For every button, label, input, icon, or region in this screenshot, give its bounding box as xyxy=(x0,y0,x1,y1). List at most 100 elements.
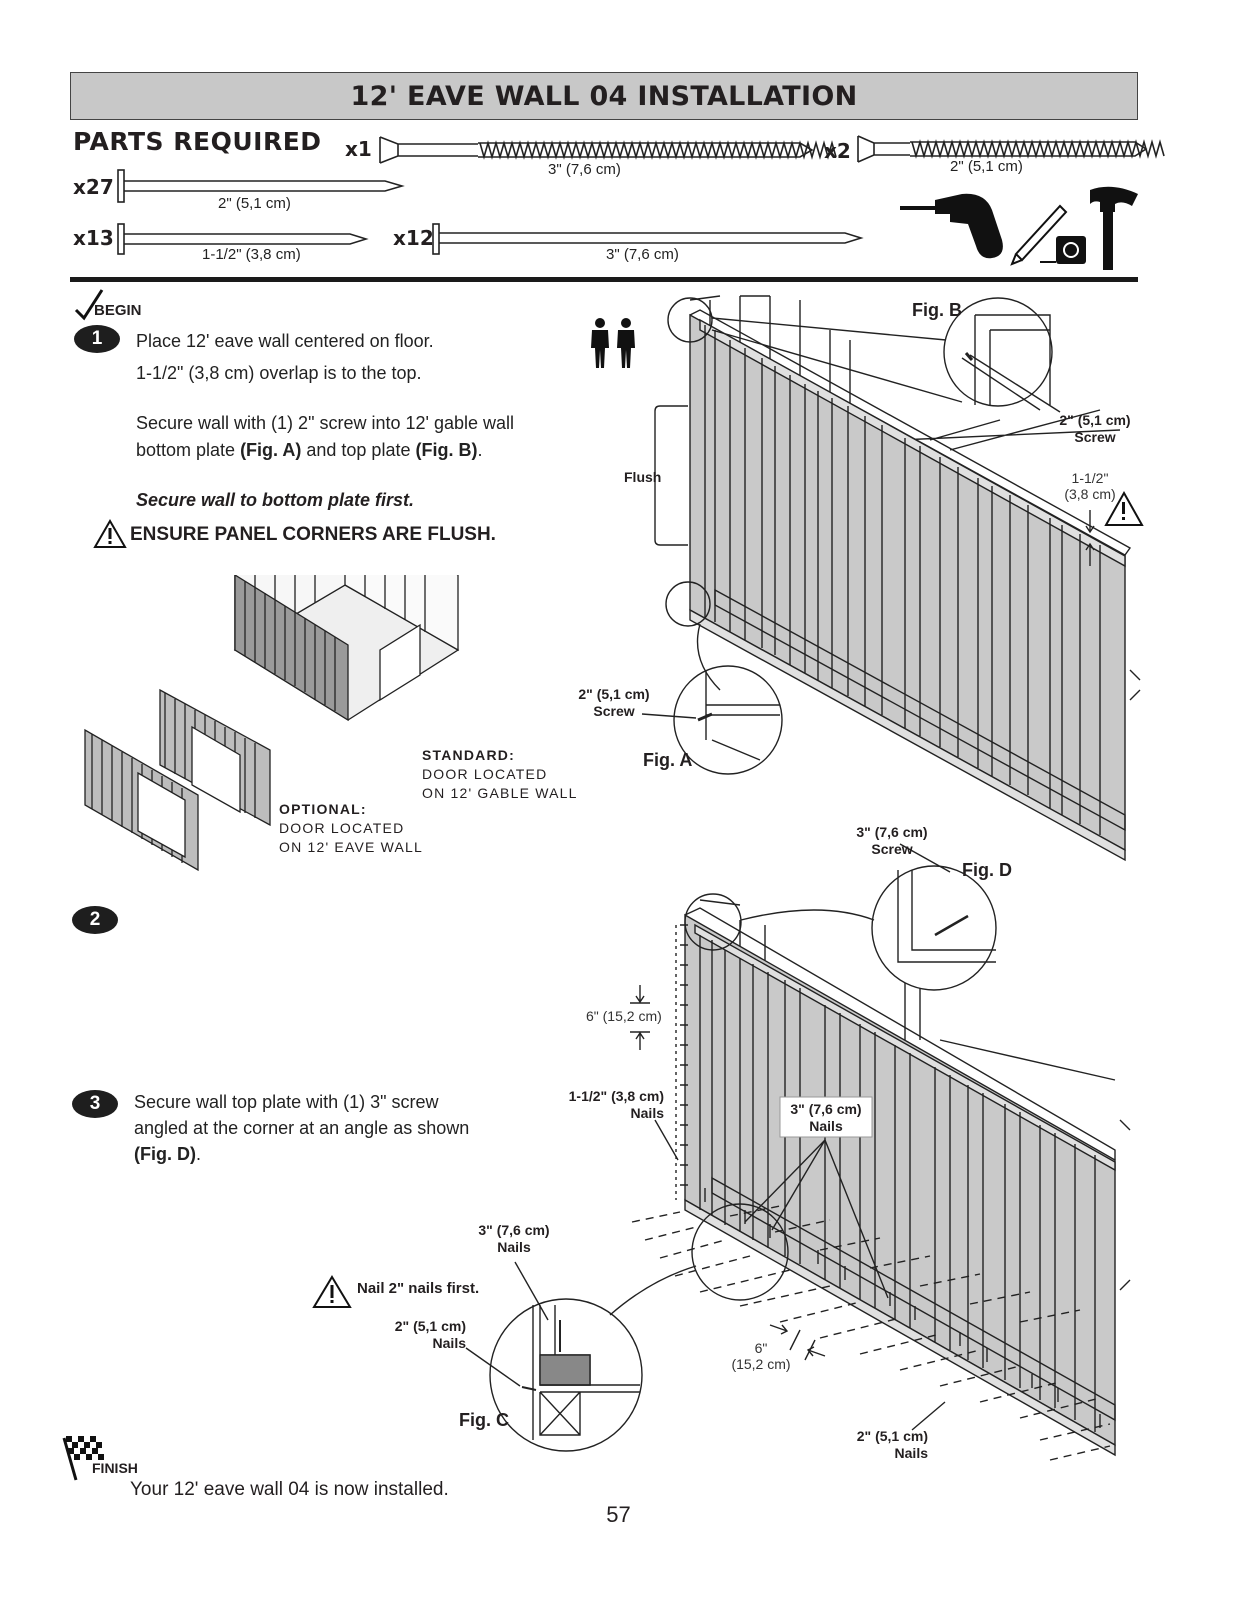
nails-1-5in-word: Nails xyxy=(630,1105,664,1121)
step-1-badge: 1 xyxy=(74,325,120,353)
nails-3in-label: 3" (7,6 cm) Nails xyxy=(780,1101,872,1135)
fig-a-screw-label: 2" (5,1 cm) Screw xyxy=(568,686,660,720)
fig-c-nails-3in-word: Nails xyxy=(497,1239,531,1255)
nail-3in-icon xyxy=(432,223,864,255)
step-1-line1: Place 12' eave wall centered on floor. xyxy=(136,331,434,351)
part-qty-x12: x12 xyxy=(393,226,434,250)
page-title: 12' EAVE WALL 04 INSTALLATION xyxy=(350,80,858,112)
step-1-para-b: bottom plate (Fig. A) and top plate (Fig… xyxy=(136,437,576,464)
fig-d-screw-label: 3" (7,6 cm) Screw xyxy=(850,824,934,858)
fig-a-screw-size: 2" (5,1 cm) xyxy=(578,686,650,702)
part-size-x2: 2" (5,1 cm) xyxy=(950,158,1023,175)
nail-warning-icon xyxy=(312,1275,352,1308)
warning-icon xyxy=(93,519,127,548)
shed-layout-illustration xyxy=(84,575,460,872)
step-1-warning: ENSURE PANEL CORNERS ARE FLUSH. xyxy=(130,524,496,545)
part-qty-x1: x1 xyxy=(345,137,372,161)
overlap-label: 1-1/2" (3,8 cm) xyxy=(1060,470,1120,502)
part-size-x12: 3" (7,6 cm) xyxy=(606,246,679,263)
fig-a-reference: (Fig. A) xyxy=(240,440,302,460)
step-1-line2: 1-1/2" (3,8 cm) overlap is to the top. xyxy=(136,363,422,383)
standard-door-line1: DOOR LOCATED xyxy=(422,766,548,782)
step-1-para-d-text: . xyxy=(477,440,483,460)
optional-door-note: OPTIONAL: DOOR LOCATED ON 12' EAVE WALL xyxy=(279,800,423,857)
hammer-icon xyxy=(1090,186,1138,270)
horizontal-spacing-label: 6" (15,2 cm) xyxy=(726,1340,796,1372)
step-1-para-a: Secure wall with (1) 2" screw into 12' g… xyxy=(136,413,514,433)
part-size-x27: 2" (5,1 cm) xyxy=(218,195,291,212)
nails-2in-word: Nails xyxy=(894,1445,928,1461)
begin-check-icon xyxy=(74,289,104,321)
fig-d-label: Fig. D xyxy=(962,860,1012,880)
fig-a-screw-word: Screw xyxy=(593,703,635,719)
step-2-badge: 2 xyxy=(72,906,118,934)
screw-3in-icon xyxy=(379,136,837,164)
optional-door-line2: ON 12' EAVE WALL xyxy=(279,839,424,855)
overlap-line2: (3,8 cm) xyxy=(1064,486,1116,502)
fig-c-label: Fig. C xyxy=(459,1410,509,1430)
fig-a-label: Fig. A xyxy=(643,750,693,770)
part-qty-x2: x2 xyxy=(824,139,851,163)
step-3-line2: angled at the corner at an angle as show… xyxy=(134,1118,470,1138)
finish-label: FINISH xyxy=(92,1460,138,1476)
step-3-line1: Secure wall top plate with (1) 3" screw xyxy=(134,1092,439,1112)
fasteners-drawing xyxy=(117,135,1165,270)
fig-c-nails-2in-label: 2" (5,1 cm) Nails xyxy=(380,1318,466,1352)
nails-1-5in-label: 1-1/2" (3,8 cm) Nails xyxy=(554,1088,664,1122)
nails-2in-label: 2" (5,1 cm) Nails xyxy=(840,1428,928,1462)
fig-c-nails-2in-size: 2" (5,1 cm) xyxy=(394,1318,466,1334)
title-bar: 12' EAVE WALL 04 INSTALLATION xyxy=(70,72,1138,120)
step-1-para-b-text: bottom plate xyxy=(136,440,241,460)
nails-1-5in-size: 1-1/2" (3,8 cm) xyxy=(568,1088,664,1104)
standard-door-line2: ON 12' GABLE WALL xyxy=(422,785,578,801)
page-number: 57 xyxy=(606,1502,631,1527)
horizontal-spacing-line1: 6" xyxy=(754,1340,768,1356)
fig-b-screw-size: 2" (5,1 cm) xyxy=(1059,412,1131,428)
section-divider xyxy=(70,277,1138,282)
nail-1-5in-icon xyxy=(117,223,369,255)
step-3-text: Secure wall top plate with (1) 3" screw … xyxy=(134,1089,534,1167)
part-size-x13: 1-1/2" (3,8 cm) xyxy=(202,246,301,263)
optional-door-line1: DOOR LOCATED xyxy=(279,820,405,836)
flush-label: Flush xyxy=(624,469,662,485)
overlap-line1: 1-1/2" xyxy=(1071,470,1109,486)
standard-door-title: STANDARD: xyxy=(422,747,515,763)
drill-icon xyxy=(900,193,1003,259)
fig-d-screw-size: 3" (7,6 cm) xyxy=(856,824,928,840)
step-3-period: . xyxy=(195,1144,201,1164)
nail-warning-text: Nail 2" nails first. xyxy=(357,1280,480,1297)
fig-d-screw-word: Screw xyxy=(871,841,913,857)
nails-3in-size: 3" (7,6 cm) xyxy=(790,1101,862,1117)
fig-b-screw-label: 2" (5,1 cm) Screw xyxy=(1050,412,1140,446)
part-qty-x27: x27 xyxy=(73,175,114,199)
step-1-text: Place 12' eave wall centered on floor. 1… xyxy=(136,328,576,464)
fig-b-label: Fig. B xyxy=(912,300,962,320)
fig-c-nails-3in-label: 3" (7,6 cm) Nails xyxy=(468,1222,560,1256)
horizontal-spacing-line2: (15,2 cm) xyxy=(731,1356,791,1372)
fig-b-reference: (Fig. B) xyxy=(415,440,478,460)
part-qty-x13: x13 xyxy=(73,226,114,250)
step-1-para-c-text: and top plate xyxy=(301,440,416,460)
standard-door-note: STANDARD: DOOR LOCATED ON 12' GABLE WALL xyxy=(422,746,578,803)
step-3-badge: 3 xyxy=(72,1090,118,1118)
two-persons-icon xyxy=(591,318,635,368)
begin-label: BEGIN xyxy=(94,302,142,319)
nails-3in-word: Nails xyxy=(809,1118,843,1134)
part-size-x1: 3" (7,6 cm) xyxy=(548,161,621,178)
nail-2in-icon xyxy=(117,169,405,203)
fig-d-reference: (Fig. D) xyxy=(134,1144,196,1164)
fig-c-nails-2in-word: Nails xyxy=(432,1335,466,1351)
screw-2in-icon xyxy=(857,135,1165,163)
vertical-spacing-label: 6" (15,2 cm) xyxy=(586,1008,662,1024)
parts-required-heading: PARTS REQUIRED xyxy=(73,127,322,156)
fig-c-nails-3in-size: 3" (7,6 cm) xyxy=(478,1222,550,1238)
pencil-icon xyxy=(1010,204,1068,266)
step-1-note: Secure wall to bottom plate first. xyxy=(136,490,415,510)
finish-text: Your 12' eave wall 04 is now installed. xyxy=(130,1479,449,1500)
finish-flag-icon xyxy=(62,1436,104,1481)
optional-door-title: OPTIONAL: xyxy=(279,801,367,817)
tape-measure-icon xyxy=(1040,236,1086,264)
fig-b-screw-word: Screw xyxy=(1074,429,1116,445)
